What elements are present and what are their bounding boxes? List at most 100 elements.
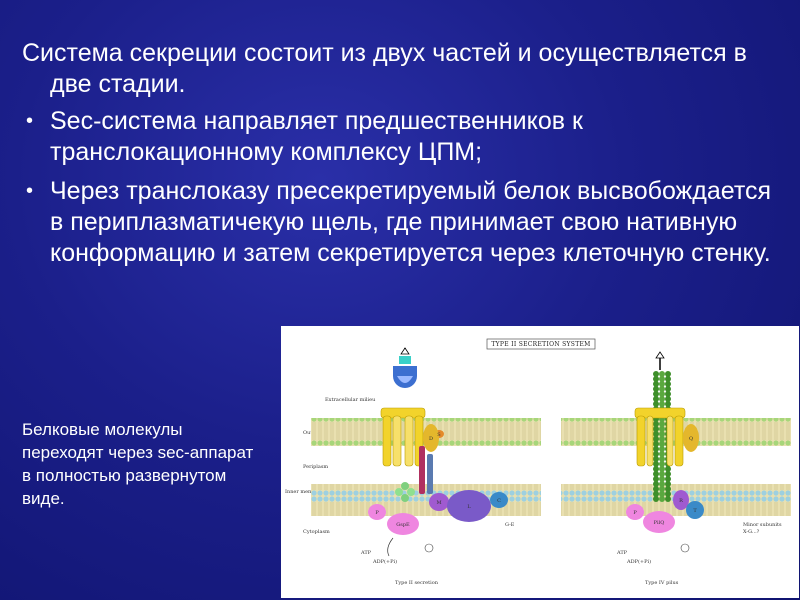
protein-t-right [686, 501, 704, 519]
pilin-subunit [659, 461, 665, 467]
protein-c-label: C [497, 498, 501, 504]
pilin-subunit [659, 386, 665, 392]
protein-p-right-label: P [633, 510, 637, 516]
protein-q-right [683, 424, 699, 452]
exported-protein [393, 356, 417, 388]
label-minor-list: X-G...? [743, 529, 760, 535]
protein-m-rod [427, 454, 433, 494]
pilin-subunit [665, 376, 671, 382]
pilin-subunit [659, 446, 665, 452]
pilin-subunit [653, 461, 659, 467]
pilin-subunit [653, 466, 659, 472]
protein-l-label: L [467, 504, 471, 510]
label-atp-left: ATP [360, 550, 372, 556]
protein-p-left [368, 504, 386, 520]
pilin-subunit [665, 486, 671, 492]
pilin-subunit [665, 371, 671, 377]
pilin-subunit [665, 476, 671, 482]
pilin-subunit [653, 456, 659, 462]
protein-p-right [626, 504, 644, 520]
protein-d-left [423, 424, 439, 452]
protein-q-right-label: Q [689, 436, 693, 442]
pilin-subunit [659, 466, 665, 472]
protein-t-label: T [693, 508, 697, 514]
pilin-subunit [653, 371, 659, 377]
protein-m-label: M [436, 500, 441, 506]
side-note: Белковые молекулы переходят через sec-ап… [22, 420, 254, 508]
pilin-subunit [665, 491, 671, 497]
label-inner-membrane: Inner membrane [285, 489, 328, 495]
pilin-subunit [659, 491, 665, 497]
pilin-subunit [653, 451, 659, 457]
protein-d-left-label: D [429, 436, 433, 442]
pilin-subunit [665, 391, 671, 397]
label-cytoplasm: Cytoplasm [303, 529, 330, 535]
protein-l-left [447, 490, 491, 522]
pilin-subunit [659, 496, 665, 502]
protein-r-right [673, 490, 689, 510]
pilin-subunit [659, 481, 665, 487]
pilin-subunit [653, 446, 659, 452]
pilin-subunit [653, 426, 659, 432]
atpase-gspe-label: GspE [396, 522, 410, 528]
pilin-subunit [659, 371, 665, 377]
caption-left: Type II secretion [395, 580, 439, 586]
pilin-subunit [665, 386, 671, 392]
pilin-subunit [653, 421, 659, 427]
pilin-subunit [659, 431, 665, 437]
pilin-subunit [659, 486, 665, 492]
pilin-subunit [659, 376, 665, 382]
energy-icon-left [424, 543, 434, 553]
pilin-subunit [659, 396, 665, 402]
pilin-subunit [653, 391, 659, 397]
label-atp-right: ATP [616, 550, 628, 556]
pilin-subunit [653, 496, 659, 502]
label-adp-left: ADP(+Pi) [372, 558, 397, 565]
bullet-list: Sec-система направляет предшественников … [22, 106, 782, 269]
pilin-subunit [653, 481, 659, 487]
pseudopilus-left [395, 482, 415, 502]
pilin-subunit [665, 471, 671, 477]
pilin-subunit [653, 491, 659, 497]
bullet-translocase: Через транслоказу пресекретируемый белок… [22, 176, 782, 269]
atpase-pilq-label: PilQ [654, 520, 665, 526]
pilin-subunit [659, 471, 665, 477]
pilin-subunit [665, 481, 671, 487]
pilin-subunit [665, 466, 671, 472]
atpase-gspe [387, 513, 419, 535]
pilin-subunit [653, 471, 659, 477]
energy-icon-right [680, 543, 690, 553]
slide-text: Система секреции состоит из двух частей … [22, 38, 782, 277]
pilin-subunit [659, 401, 665, 407]
secretin-left [380, 407, 426, 467]
pilin-subunit [653, 431, 659, 437]
pilin-subunit [659, 441, 665, 447]
pilin-subunit [659, 476, 665, 482]
protein-m-left [429, 493, 449, 511]
secretion-diagram: TYPE II SECRETION SYSTEM Extracellular m… [281, 326, 799, 598]
label-periplasm: Periplasm [303, 464, 328, 470]
pilin-subunit [665, 381, 671, 387]
pilin-subunit [653, 486, 659, 492]
pilin-subunit [659, 436, 665, 442]
protein-c2-left [490, 492, 508, 508]
pilin-subunit [653, 386, 659, 392]
protein-s-left-label: S [437, 432, 441, 438]
figure-title: TYPE II SECRETION SYSTEM [491, 341, 590, 348]
pilin-subunit [653, 441, 659, 447]
pilin-subunit [653, 476, 659, 482]
caption-right: Type IV pilus [645, 580, 679, 586]
bullet-sec-system: Sec-система направляет предшественников … [22, 106, 782, 168]
pilin-subunit [659, 426, 665, 432]
pilin-subunit [659, 381, 665, 387]
pilin-subunit [653, 436, 659, 442]
label-adp-right: ADP(+Pi) [626, 558, 651, 565]
label-ge: G-E [505, 522, 515, 528]
label-extracellular: Extracellular milieu [325, 397, 376, 403]
pilin-subunit [653, 376, 659, 382]
pilin-subunit [653, 401, 659, 407]
atpase-pilq [643, 511, 675, 533]
pilin-subunit [653, 381, 659, 387]
pilin-subunit [659, 391, 665, 397]
pilin-subunit [665, 396, 671, 402]
